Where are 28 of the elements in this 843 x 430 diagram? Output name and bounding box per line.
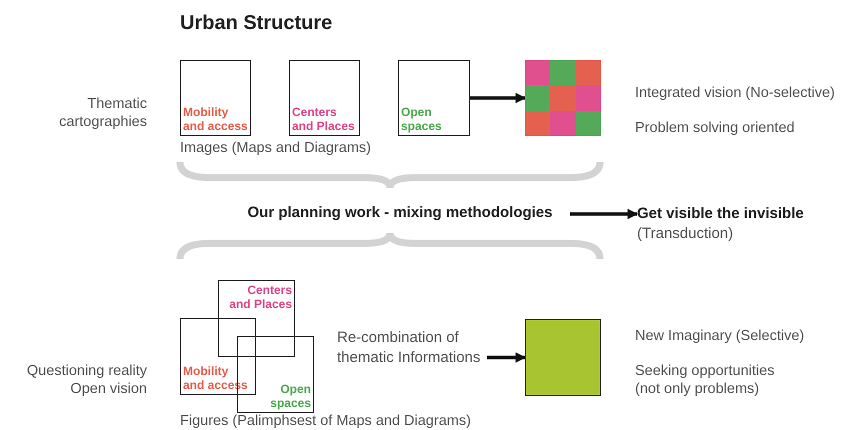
theme-label: Centers and Places [292,105,356,133]
text-label: (Transduction) [637,224,734,244]
theme-label: Mobility and access [183,105,248,133]
arrow [470,92,526,104]
map-frame [180,318,256,395]
text-label: Thematic cartographies [58,95,147,131]
color-grid-drawing [525,60,601,136]
map-frame [180,60,251,136]
title: Urban Structure [180,12,332,35]
text-label: Re-combination of thematic Informations [337,328,482,368]
heading-text: Get visible the invisible [637,204,805,224]
text-label: Problem solving oriented [635,119,796,137]
text-label: Integrated vision (No-selective) [635,84,836,102]
text-label: Figures (Palimphsest of Maps and Diagrams) [180,412,472,430]
text-label: Images (Maps and Diagrams) [180,139,372,157]
theme-label: Centers and Places [228,283,292,311]
map-frame [289,60,360,136]
arrow [570,208,638,220]
theme-label: Open spaces [269,382,311,410]
text-label: Questioning reality Open vision [26,362,147,398]
heading-text: Our planning work - mixing methodologies [246,203,554,223]
text-label: Seeking opportunities (not only problems) [635,362,776,398]
map-frame [398,60,470,136]
arrow [487,352,526,363]
text-label: New Imaginary (Selective) [635,327,806,345]
color-square [525,319,601,396]
map-frame [218,280,295,357]
theme-label: Open spaces [401,105,443,133]
